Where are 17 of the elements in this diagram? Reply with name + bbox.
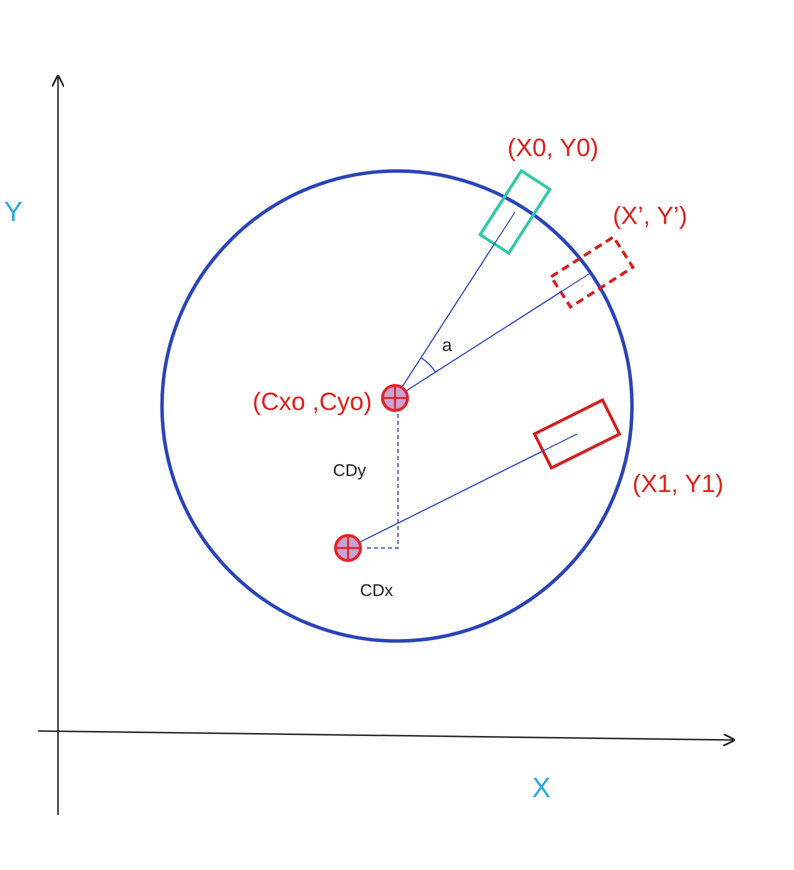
center-marker [381,384,409,412]
axis-label: Y [4,198,23,226]
axis-label: X [532,774,551,802]
coordinate-label: (X1, Y1) [632,472,724,496]
radius-line [406,291,562,391]
coordinate-label: (X0, Y0) [507,136,599,160]
angle-label: a [442,336,452,354]
center-marker [334,534,362,562]
sensor-box [478,168,552,256]
radius-line [402,244,495,387]
coordinate-label: (X’, Y’) [612,204,688,228]
sensor-box [532,398,622,470]
radius-line [360,450,544,542]
offset-label: CDx [360,582,394,598]
dashed-sensor-box [549,234,635,310]
coordinate-label: (Cxo ,Cyo) [252,390,372,414]
offset-label: CDy [333,462,366,478]
